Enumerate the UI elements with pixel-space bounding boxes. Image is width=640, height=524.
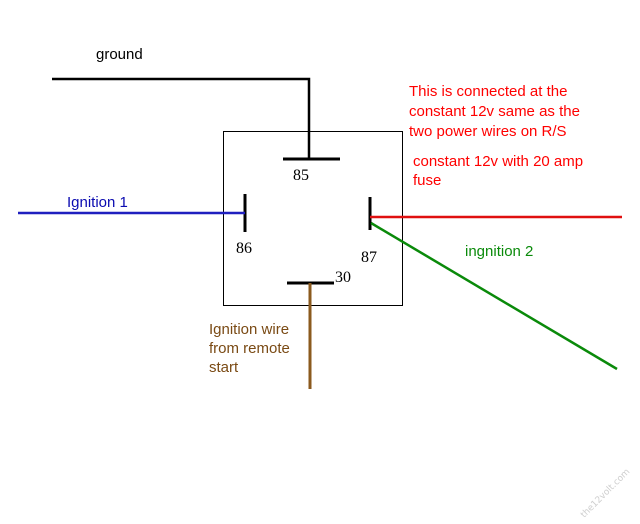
pin-30-label: 30	[335, 269, 351, 286]
remote-start-line-1: Ignition wire	[209, 321, 289, 338]
watermark-text: the12volt.com	[579, 467, 632, 520]
watermark-logo: the12volt.com	[579, 467, 632, 520]
pin-87-label: 87	[361, 249, 377, 266]
connected-note-line-2: constant 12v same as the	[409, 103, 580, 120]
connected-note: This is connected at the constant 12v sa…	[409, 83, 580, 140]
remote-start-line-2: from remote	[209, 340, 290, 357]
connected-note-line-1: This is connected at the	[409, 83, 567, 100]
pin-86-label: 86	[236, 240, 252, 257]
fuse-note-line-1: constant 12v with 20 amp	[413, 153, 583, 170]
ground-label: ground	[96, 46, 143, 63]
ignition1-label: Ignition 1	[67, 194, 128, 211]
ground-wire	[52, 77, 311, 159]
connected-note-line-3: two power wires on R/S	[409, 123, 567, 140]
ignition2-label: ingnition 2	[465, 243, 533, 260]
relay-body	[223, 131, 403, 306]
ignition2-wire	[370, 221, 618, 371]
pin-85-label: 85	[293, 167, 309, 184]
remote-start-line-3: start	[209, 359, 239, 376]
fuse-note-line-2: fuse	[413, 172, 441, 189]
fuse-note: constant 12v with 20 amp fuse	[413, 153, 583, 189]
remote-start-label: Ignition wire from remote start	[209, 321, 290, 376]
